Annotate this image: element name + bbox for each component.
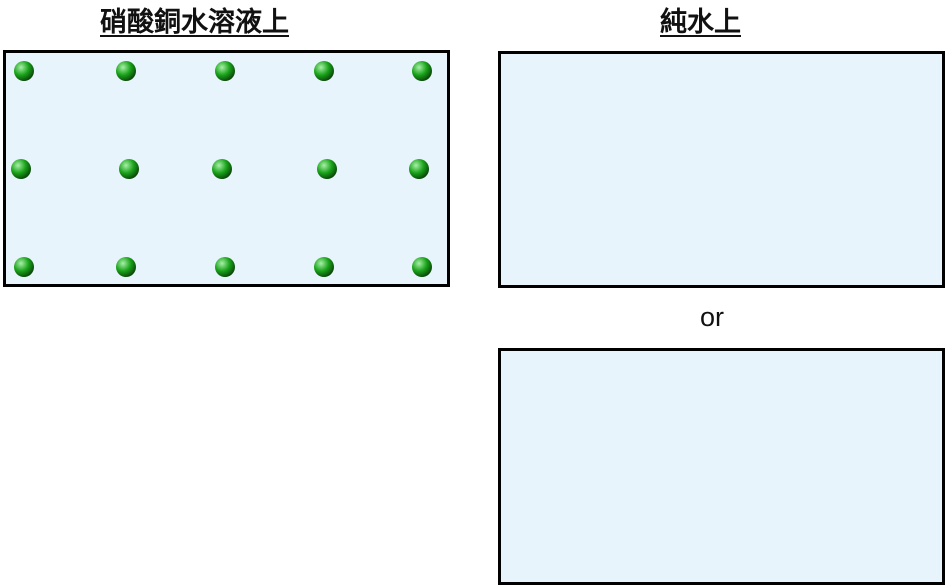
or-label: or (700, 302, 725, 332)
copper-ion (215, 61, 235, 81)
copper-ion (317, 159, 337, 179)
copper-ion (116, 61, 136, 81)
molecular-lattice-dense (501, 54, 942, 285)
panel-pure-water-stagger (498, 348, 945, 585)
panel-background (501, 351, 942, 582)
copper-ion (314, 61, 334, 81)
copper-ion (119, 159, 139, 179)
pure-water-title: 純水上 (660, 7, 741, 38)
copper-ion (14, 257, 34, 277)
copper-ion (412, 257, 432, 277)
panel-pure-water-dense (498, 51, 945, 288)
copper-ion (314, 257, 334, 277)
panel-copper-nitrate (3, 50, 450, 287)
copper-ion (14, 61, 34, 81)
molecular-lattice-stagger (501, 351, 942, 582)
copper-ion (11, 159, 31, 179)
molecular-lattice-square (6, 53, 447, 284)
copper-ion (215, 257, 235, 277)
copper-ion (409, 159, 429, 179)
copper-ion (116, 257, 136, 277)
copper-ion (212, 159, 232, 179)
panel-background (501, 54, 942, 285)
copper-ion (412, 61, 432, 81)
copper-nitrate-title: 硝酸銅水溶液上 (100, 7, 289, 38)
